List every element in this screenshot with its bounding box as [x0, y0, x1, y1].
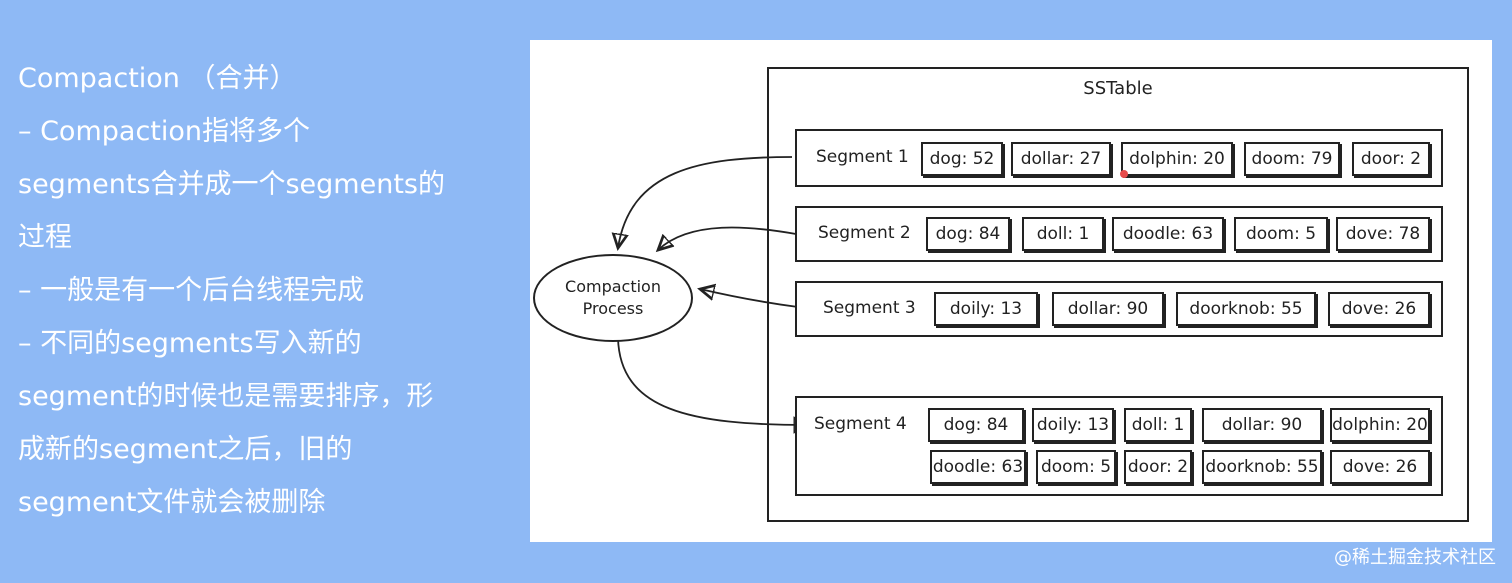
entry-cell: doily: 13 [934, 292, 1038, 326]
slide-line: 过程 [18, 222, 72, 253]
slide-line: segment文件就会被删除 [18, 487, 326, 518]
entry-cell: doorknob: 55 [1176, 292, 1316, 326]
slide-line: 成新的segment之后，旧的 [18, 434, 353, 465]
entry-cell: doodle: 63 [930, 450, 1026, 484]
entry-cell: doom: 5 [1036, 450, 1116, 484]
entry-cell: doom: 5 [1234, 217, 1328, 251]
entry-cell: dolphin: 20 [1330, 408, 1430, 442]
slide-line: segment的时候也是需要排序，形 [18, 381, 434, 412]
arrow-seg3-to-process [700, 289, 799, 308]
slide-line: – 不同的segments写入新的 [18, 328, 362, 359]
arrow-seg2-to-process [658, 226, 797, 250]
entry-cell: doom: 79 [1244, 142, 1340, 176]
entry-cell: dove: 26 [1330, 450, 1430, 484]
entry-cell: dollar: 90 [1052, 292, 1164, 326]
entry-cell: dog: 52 [921, 142, 1003, 176]
slide-text: Compaction （合并） – Compaction指将多个 segment… [18, 52, 488, 529]
entry-cell: dog: 84 [928, 408, 1024, 442]
segment-label: Segment 3 [823, 298, 916, 318]
slide-line: – Compaction指将多个 [18, 116, 311, 147]
slide-line-title: Compaction （合并） [18, 63, 297, 94]
slide-line: segments合并成一个segments的 [18, 169, 445, 200]
segment-label: Segment 2 [818, 223, 911, 243]
connector-arrows [530, 156, 1492, 542]
process-label-line: Process [582, 299, 644, 318]
watermark: @稀土掘金技术社区 [1334, 547, 1496, 568]
diagram-panel: SSTable Segment 1 dog: 52 dollar: 27 dol… [530, 40, 1492, 542]
entry-cell: dolphin: 20 [1121, 142, 1233, 176]
sstable-title: SSTable [1083, 78, 1153, 99]
entry-cell: dove: 26 [1328, 292, 1430, 326]
arrow-seg1-to-process [618, 156, 793, 248]
entry-cell: doodle: 63 [1112, 217, 1224, 251]
sstable-frame [767, 67, 1469, 522]
slide-line: – 一般是有一个后台线程完成 [18, 275, 365, 306]
process-label-line: Compaction [565, 277, 661, 296]
entry-cell: door: 2 [1352, 142, 1430, 176]
entry-cell: doily: 13 [1032, 408, 1114, 442]
entry-cell: dollar: 27 [1011, 142, 1111, 176]
entry-cell: doll: 1 [1022, 217, 1104, 251]
entry-cell: doorknob: 55 [1202, 450, 1322, 484]
entry-cell: dollar: 90 [1202, 408, 1322, 442]
arrow-process-to-seg4 [617, 337, 808, 425]
segment-label: Segment 4 [814, 414, 907, 434]
entry-cell: dog: 84 [926, 217, 1010, 251]
segment-label: Segment 1 [816, 147, 909, 167]
compaction-process-node: Compaction Process [533, 254, 693, 342]
cursor-dot [1120, 170, 1128, 178]
entry-cell: door: 2 [1124, 450, 1192, 484]
entry-cell: doll: 1 [1124, 408, 1192, 442]
entry-cell: dove: 78 [1336, 217, 1430, 251]
